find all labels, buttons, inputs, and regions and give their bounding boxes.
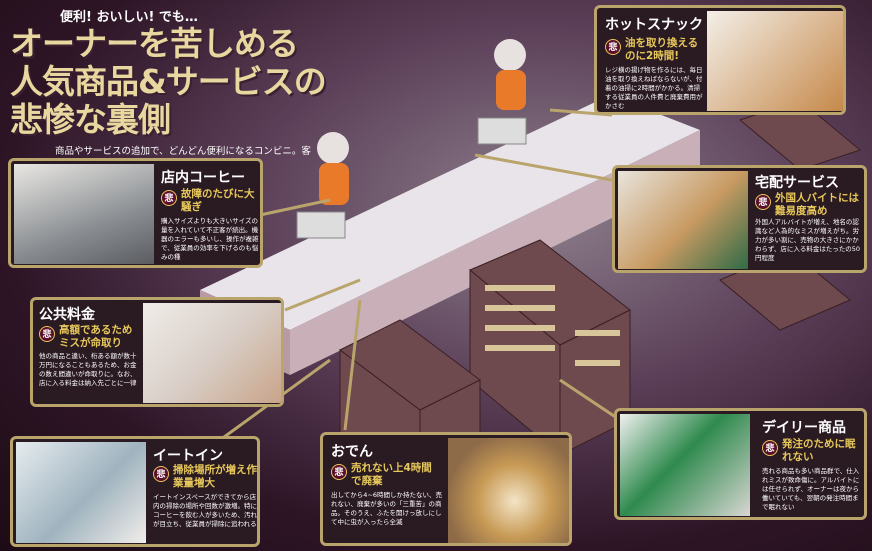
card-oden: おでん 悲 売れない上4時間で廃棄 出してから4~6時間しか持たない、売れない、…	[320, 432, 572, 546]
card-highlight: 油を取り換えるのに2時間!	[625, 37, 699, 62]
card-title: ホットスナック	[605, 17, 703, 33]
badge-icon: 悲	[762, 440, 778, 456]
oden-photo	[448, 438, 569, 543]
utility-photo	[143, 303, 281, 403]
card-highlight: 掃除場所が増え作業量増大	[173, 464, 257, 489]
card-delivery: 宅配サービス 悲 外国人バイトには難易度高め 外国人アルバイトが増え、地名の認識…	[612, 165, 867, 273]
daily-photo	[620, 414, 750, 516]
card-highlight: 故障のたびに大騒ぎ	[181, 188, 255, 213]
badge-icon: 悲	[605, 39, 621, 55]
coffee-photo	[14, 164, 154, 264]
card-highlight: 外国人バイトには難易度高め	[775, 192, 859, 217]
card-highlight: 発注のために眠れない	[782, 438, 856, 463]
card-body: レジ横の揚げ物を作るには、毎日油を取り換えねばならないが、付着の油掃に2時間がか…	[605, 66, 703, 110]
card-title: 宅配サービス	[755, 175, 839, 191]
card-coffee: 店内コーヒー 悲 故障のたびに大騒ぎ 購入サイズよりも大きいサイズの量を入れてい…	[8, 158, 263, 268]
badge-icon: 悲	[161, 190, 177, 206]
card-title: 公共料金	[39, 307, 95, 323]
badge-icon: 悲	[39, 326, 55, 342]
card-title: デイリー商品	[762, 420, 846, 436]
headline-line-2: 人気商品&サービスの	[10, 62, 327, 101]
card-body: 外国人アルバイトが増え、地名の認識など人為的なミスが増えがち。労力が多い割に、売…	[755, 218, 861, 262]
card-hotsnack: ホットスナック 悲 油を取り換えるのに2時間! レジ横の揚げ物を作るには、毎日油…	[594, 5, 846, 115]
headline-line-3: 悲惨な裏側	[10, 100, 171, 139]
card-highlight: 高額であるためミスが命取り	[59, 324, 133, 349]
header: 便利! おいしい! でも… オーナーを苦しめる 人気商品&サービスの 悲惨な裏側…	[10, 6, 370, 173]
card-title: おでん	[331, 444, 373, 460]
card-body: 購入サイズよりも大きいサイズの量を入れていて不正客が続出。機器のエラーも多いし、…	[161, 217, 259, 261]
card-body: イートインスペースができてから店内の掃除の場所や回数が激増。特にコーヒーを飲む人…	[153, 493, 257, 528]
card-body: 他の商品と違い、桁ある額が数十万円になることもあるため、お金の数え間違いが命取り…	[39, 352, 137, 387]
badge-icon: 悲	[331, 464, 347, 480]
card-eatin: イートイン 悲 掃除場所が増え作業量増大 イートインスペースができてから店内の掃…	[10, 436, 260, 547]
hotsnack-photo	[707, 11, 843, 111]
card-title: 店内コーヒー	[161, 170, 245, 186]
card-title: イートイン	[153, 448, 223, 464]
headline-line-1: オーナーを苦しめる	[10, 24, 299, 63]
card-body: 売れる商品も多い商品群で、仕入れミスが致命傷に。アルバイトには任せられず、オーナ…	[762, 467, 860, 511]
card-daily: デイリー商品 悲 発注のために眠れない 売れる商品も多い商品群で、仕入れミスが致…	[614, 408, 867, 520]
delivery-photo	[618, 171, 748, 269]
badge-icon: 悲	[153, 466, 169, 482]
eatin-photo	[16, 442, 146, 543]
card-utility: 公共料金 悲 高額であるためミスが命取り 他の商品と違い、桁ある額が数十万円にな…	[30, 297, 284, 407]
badge-icon: 悲	[755, 194, 771, 210]
card-highlight: 売れない上4時間で廃棄	[351, 462, 432, 487]
headline: オーナーを苦しめる 人気商品&サービスの 悲惨な裏側	[10, 25, 370, 139]
eyebrow: 便利! おいしい! でも…	[60, 10, 198, 25]
card-body: 出してから4~6時間しか持たない、売れない、廃棄が多いの「三重苦」の商品。そのう…	[331, 491, 443, 526]
